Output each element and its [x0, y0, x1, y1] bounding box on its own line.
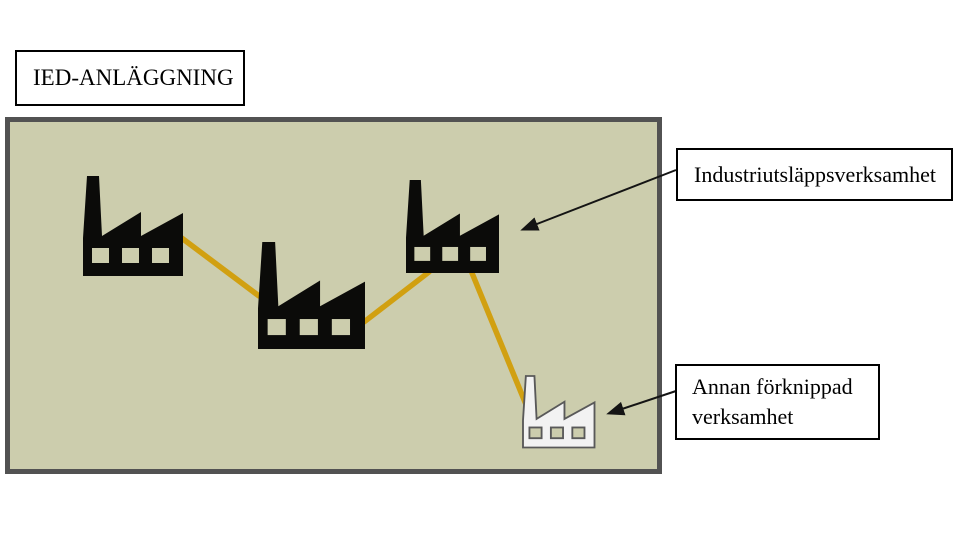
callout-industrial-activity-box: Industriutsläppsverksamhet — [676, 148, 953, 201]
callout-arrow-associated — [606, 390, 677, 416]
ied-facility-title-box: IED-ANLÄGGNING — [15, 50, 245, 106]
callout-associated-activity-label: Annan förknippad verksamhet — [692, 374, 853, 429]
factory-3-icon — [406, 180, 499, 273]
factory-2-icon — [258, 242, 365, 349]
ied-facility-title: IED-ANLÄGGNING — [33, 65, 234, 90]
connector-line-1 — [176, 233, 262, 299]
connector-line-3 — [469, 270, 530, 410]
connector-line-2 — [361, 269, 432, 325]
callout-associated-activity-box: Annan förknippad verksamhet — [675, 364, 880, 440]
factory-1-icon — [83, 176, 183, 276]
callout-arrow-industrial — [520, 169, 677, 231]
factory-4-icon — [522, 375, 596, 449]
callout-industrial-activity-label: Industriutsläppsverksamhet — [694, 161, 936, 187]
